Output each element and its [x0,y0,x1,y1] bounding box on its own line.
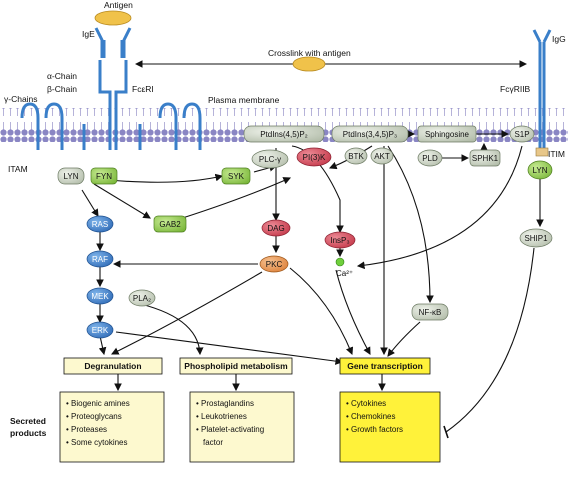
sphk1-node: SPHK1 [469,149,501,167]
svg-text:Ca²⁺: Ca²⁺ [336,269,353,278]
dag-node: DAG [261,219,291,237]
degranulation-products-box: • Biogenic amines • Proteoglycans • Prot… [59,391,165,463]
pathway-arrows [81,130,544,439]
akt-node: AKT [370,147,394,165]
list-item: • Some cytokines [66,438,128,447]
gamma-chains-label: γ-Chains [4,94,38,104]
svg-text:PI(3)K: PI(3)K [303,153,326,162]
secreted-products-label-line1: Secreted [10,416,46,426]
svg-text:LYN: LYN [64,172,79,181]
svg-text:PtdIns(4,5)P₂: PtdIns(4,5)P₂ [260,130,308,139]
ptdins-45-p2-node: PtdIns(4,5)P₂ [243,125,325,143]
svg-text:PtdIns(3,4,5)P₃: PtdIns(3,4,5)P₃ [343,130,397,139]
svg-text:PKC: PKC [266,260,283,269]
svg-text:PLD: PLD [422,154,438,163]
s1p-node: S1P [509,125,535,143]
syk-node: SYK [221,167,251,185]
svg-text:PLC-γ: PLC-γ [259,155,281,164]
crosslink-antigen-shape [292,56,326,72]
secreted-products-label-line2: products [10,428,47,438]
fcgriib-label: FcγRIIB [500,84,531,94]
degranulation-box: Degranulation [63,357,163,375]
svg-text:Degranulation: Degranulation [84,361,141,371]
list-item: • Growth factors [346,425,403,434]
gab2-node: GAB2 [153,215,187,233]
list-item: • Platelet-activating [196,425,264,434]
list-item: • Prostaglandins [196,399,254,408]
list-item: • Proteases [66,425,107,434]
ptdins-345-p3-node: PtdIns(3,4,5)P₃ [331,125,409,143]
svg-text:Gene transcription: Gene transcription [347,361,423,371]
svg-text:RAS: RAS [92,220,108,229]
alpha-chain-label: α-Chain [47,71,77,81]
raf-node: RAF [86,250,114,268]
svg-text:GAB2: GAB2 [159,220,181,229]
svg-text:PLA₂: PLA₂ [133,294,151,303]
lyn-node: LYN [57,167,85,185]
ship1-inhibition-line [445,247,535,433]
fyn-node: FYN [90,167,118,185]
svg-text:BTK: BTK [348,152,364,161]
phospholipid-products-box: • Prostaglandins • Leukotrienes • Platel… [189,391,295,463]
gene-transcription-box: Gene transcription [339,357,431,375]
list-item: • Biogenic amines [66,399,130,408]
list-item: • Leukotrienes [196,412,247,421]
pi3k-node: PI(3)K [296,147,332,167]
erk-node: ERK [86,321,114,339]
svg-text:SYK: SYK [228,172,245,181]
antigen-shape [94,10,132,26]
calcium-node: Ca²⁺ [335,257,353,278]
fceri-receptor [20,27,202,150]
phospholipid-metabolism-box: Phospholipid metabolism [179,357,293,375]
nfkb-node: NF-κB [411,303,449,321]
beta-chain-label: β-Chain [47,84,77,94]
svg-text:LYN: LYN [533,166,548,175]
fceri-label: FcεRI [132,84,154,94]
svg-text:SHIP1: SHIP1 [524,234,548,243]
ras-node: RAS [86,215,114,233]
list-item: • Proteoglycans [66,412,122,421]
svg-text:Phospholipid metabolism: Phospholipid metabolism [184,361,288,371]
ship1-node: SHIP1 [519,228,553,248]
svg-text:DAG: DAG [267,224,284,233]
svg-text:SPHK1: SPHK1 [472,154,499,163]
crosslink-label: Crosslink with antigen [268,48,351,58]
plasma-membrane-label: Plasma membrane [208,95,280,105]
fcgriib-receptor [532,29,552,150]
svg-text:FYN: FYN [96,172,112,181]
ige-label: IgE [82,29,95,39]
svg-text:NF-κB: NF-κB [419,308,442,317]
svg-text:S1P: S1P [514,130,529,139]
list-item: • Chemokines [346,412,396,421]
list-item: factor [203,438,223,447]
pkc-node: PKC [259,255,289,273]
svg-text:RAF: RAF [92,255,108,264]
btk-node: BTK [344,147,368,165]
gene-transcription-products-box: • Cytokines • Chemokines • Growth factor… [339,391,441,463]
insp3-node: InsP₃ [324,231,356,249]
pld-node: PLD [417,149,443,167]
lyn-itim-node: LYN [527,160,553,180]
plc-gamma-node: PLC-γ [251,149,289,169]
itam-label: ITAM [8,164,28,174]
svg-text:AKT: AKT [374,152,390,161]
pla2-node: PLA₂ [128,289,156,307]
svg-text:ERK: ERK [92,326,109,335]
svg-text:Sphingosine: Sphingosine [425,130,470,139]
svg-text:MEK: MEK [91,292,109,301]
mek-node: MEK [86,287,114,305]
itim-motif [535,147,549,157]
list-item: • Cytokines [346,399,386,408]
antigen-label: Antigen [104,0,133,10]
svg-text:InsP₃: InsP₃ [330,236,349,245]
igg-label: IgG [552,34,566,44]
sphingosine-node: Sphingosine [417,125,477,143]
itim-label: ITIM [548,149,565,159]
